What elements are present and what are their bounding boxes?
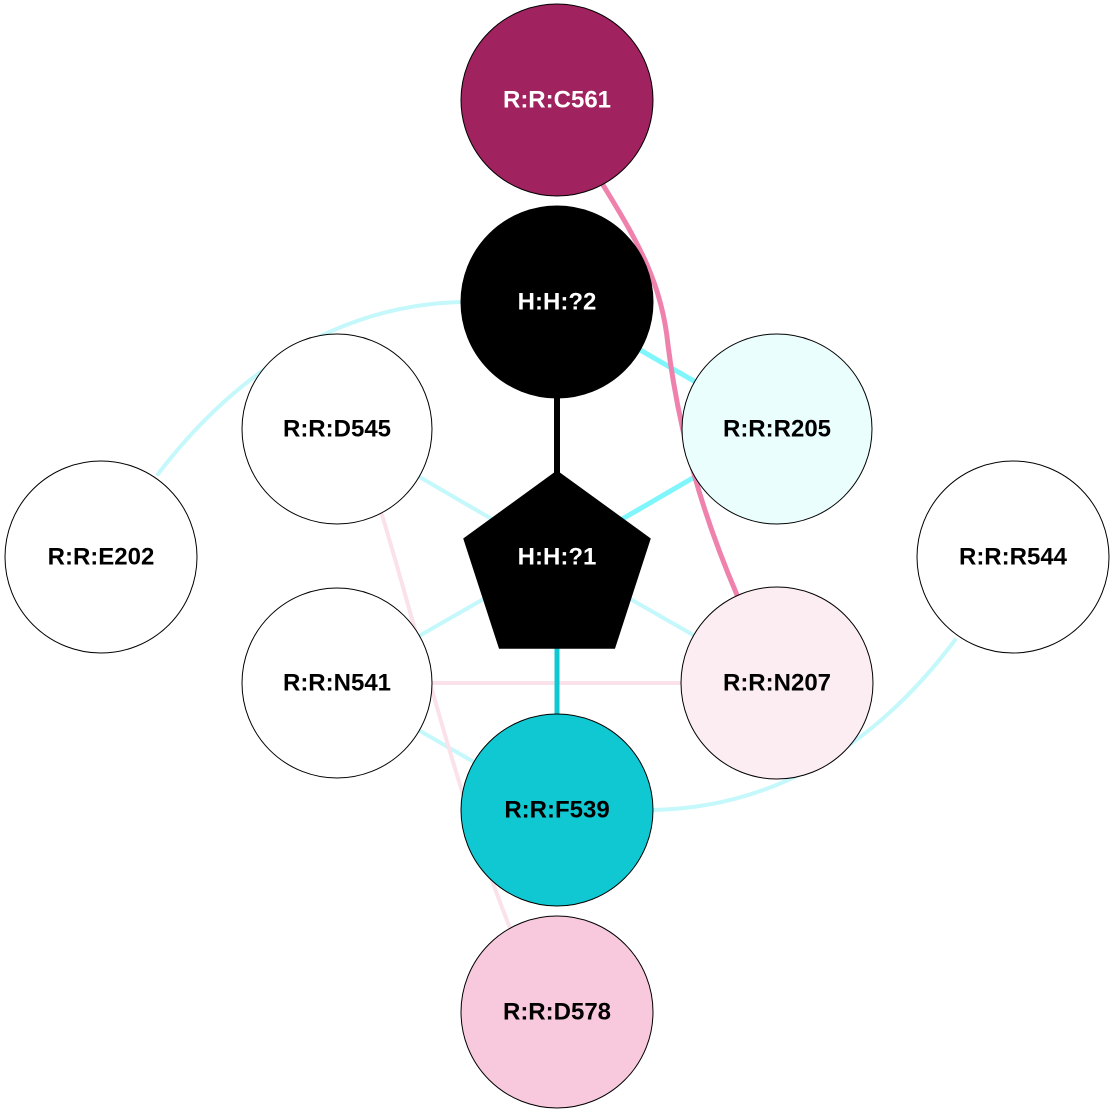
node-d545-label: R:R:D545 xyxy=(283,416,391,443)
node-d578-shape xyxy=(460,915,654,1109)
node-d545[interactable]: R:R:D545 xyxy=(241,333,433,525)
node-h2-shape xyxy=(460,205,654,399)
node-e202[interactable]: R:R:E202 xyxy=(4,460,198,654)
node-r544-label: R:R:R544 xyxy=(959,544,1068,571)
node-n541[interactable]: R:R:N541 xyxy=(241,587,433,779)
node-h2-label: H:H:?2 xyxy=(518,289,597,316)
node-r544[interactable]: R:R:R544 xyxy=(916,460,1110,654)
node-h1-shape xyxy=(463,470,651,649)
node-d545-shape xyxy=(241,333,433,525)
node-n207[interactable]: R:R:N207 xyxy=(680,586,874,780)
node-e202-shape xyxy=(4,460,198,654)
node-r205-label: R:R:R205 xyxy=(723,416,831,443)
node-f539-shape xyxy=(460,713,654,907)
edge-c561-n207 xyxy=(600,182,740,598)
node-f539-label: R:R:F539 xyxy=(504,797,609,824)
node-n207-label: R:R:N207 xyxy=(723,670,831,697)
node-n207-shape xyxy=(680,586,874,780)
node-r205[interactable]: R:R:R205 xyxy=(681,333,873,525)
node-r205-shape xyxy=(681,333,873,525)
node-f539[interactable]: R:R:F539 xyxy=(460,713,654,907)
node-h1-label: H:H:?1 xyxy=(518,544,597,571)
node-n541-shape xyxy=(241,587,433,779)
node-d578-label: R:R:D578 xyxy=(503,999,611,1026)
node-h1[interactable]: H:H:?1 xyxy=(463,470,651,649)
node-c561-label: R:R:C561 xyxy=(503,87,611,114)
node-h2[interactable]: H:H:?2 xyxy=(460,205,654,399)
node-c561[interactable]: R:R:C561 xyxy=(460,3,654,197)
node-n541-label: R:R:N541 xyxy=(283,670,391,697)
node-d578[interactable]: R:R:D578 xyxy=(460,915,654,1109)
node-e202-label: R:R:E202 xyxy=(48,544,155,571)
node-r544-shape xyxy=(916,460,1110,654)
node-c561-shape xyxy=(460,3,654,197)
